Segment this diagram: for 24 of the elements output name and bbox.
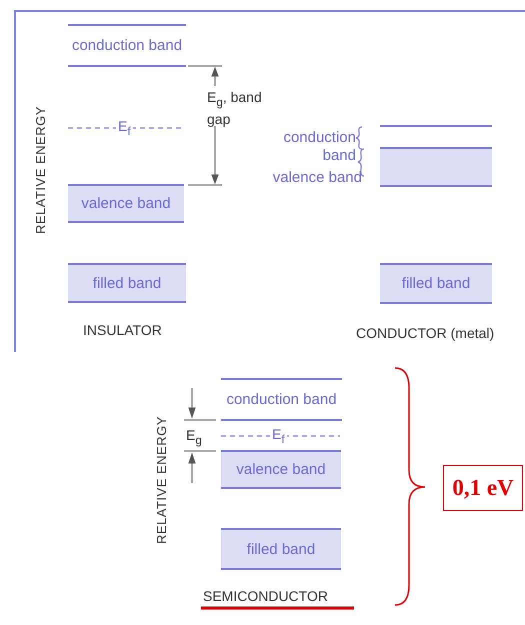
band-label: conduction band xyxy=(72,37,182,54)
band-gap-label: E$_{g}$ xyxy=(186,427,202,449)
band-box xyxy=(221,528,341,570)
band-gap-label: E$_{g}$, band gap xyxy=(207,89,263,127)
axis-label: RELATIVE ENERGY xyxy=(33,105,49,236)
band-box xyxy=(68,184,184,223)
band-label: filled band xyxy=(246,540,316,558)
category-label: INSULATOR xyxy=(83,322,162,338)
band-label: valence band xyxy=(81,195,171,212)
value-box xyxy=(443,465,523,511)
value-label: 0,1 eV xyxy=(452,475,514,501)
band-box xyxy=(68,24,186,67)
band-label: filled band xyxy=(92,274,162,292)
band-label: filled band xyxy=(402,275,470,292)
band-label: conduction band xyxy=(226,391,337,408)
category-label: SEMICONDUCTOR xyxy=(203,588,328,604)
axis-label: RELATIVE ENERGY xyxy=(154,416,170,546)
band-label: valence band xyxy=(272,169,362,187)
band-label: valence band xyxy=(236,461,326,478)
band-box xyxy=(221,378,342,421)
band-box xyxy=(221,450,341,489)
category-label: CONDUCTOR (metal) xyxy=(356,325,494,341)
band-box xyxy=(68,263,186,303)
band-box xyxy=(380,263,492,304)
